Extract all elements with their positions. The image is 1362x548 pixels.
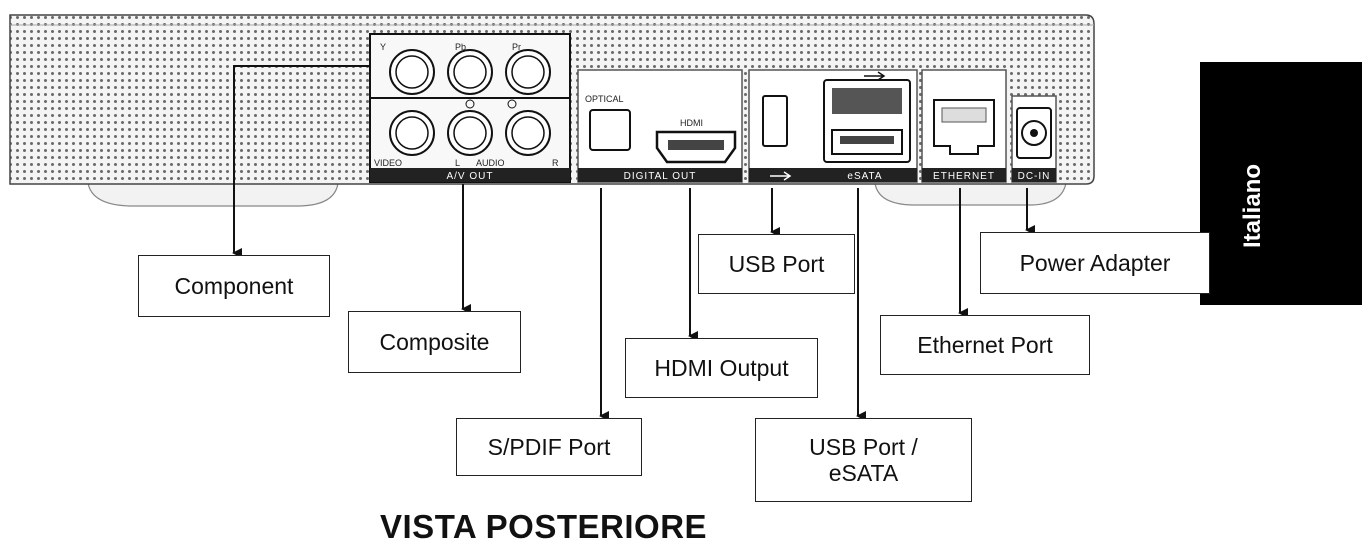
right-foot [874, 182, 1067, 206]
callout-usb-port: USB Port [698, 234, 855, 294]
label-audio-r: R [552, 158, 559, 168]
callout-power-adapter: Power Adapter [980, 232, 1210, 294]
language-tab-label: Italiano [1239, 163, 1266, 248]
usb-strip-icon [770, 171, 792, 181]
label-video: VIDEO [374, 158, 402, 168]
component-jack-pr [505, 49, 551, 95]
optical-port [589, 109, 631, 151]
callout-composite: Composite [348, 311, 521, 373]
strip-ethernet: ETHERNET [933, 171, 995, 182]
label-pr: Pr [512, 42, 521, 52]
label-pb: Pb [455, 42, 466, 52]
callout-component: Component [138, 255, 330, 317]
strip-digital-out: DIGITAL OUT [624, 171, 697, 182]
usb-port [762, 95, 788, 147]
ethernet-block: ETHERNET [921, 69, 1007, 183]
page-title: VISTA POSTERIORE [380, 508, 708, 545]
callout-usb-esata: USB Port / eSATA [755, 418, 972, 502]
callout-spdif: S/PDIF Port [456, 418, 642, 476]
component-jack-y [389, 49, 435, 95]
left-foot [87, 182, 339, 207]
leader-lines [232, 65, 1035, 421]
usb-esata-block: eSATA [748, 69, 918, 183]
dc-in-block: DC-IN [1011, 95, 1057, 183]
av-out-block: Y Pb Pr VIDEO L AUDIO R A/V OUT [369, 33, 571, 183]
label-optical: OPTICAL [585, 94, 624, 104]
language-tab [1200, 62, 1362, 305]
audio-jack-right [505, 110, 551, 156]
component-jack-pb [447, 49, 493, 95]
strip-av-out: A/V OUT [446, 171, 493, 182]
composite-jack-video [389, 110, 435, 156]
usb-symbol-icon [864, 71, 886, 81]
audio-jack-left [447, 110, 493, 156]
digital-out-block: OPTICAL HDMI DIGITAL OUT [577, 69, 743, 183]
strip-esata: eSATA [847, 171, 882, 182]
label-y: Y [380, 42, 386, 52]
leader-component [232, 65, 370, 258]
label-audio: AUDIO [476, 158, 505, 168]
callout-hdmi-output: HDMI Output [625, 338, 818, 398]
strip-dc-in: DC-IN [1018, 171, 1051, 182]
label-audio-l: L [455, 158, 460, 168]
label-hdmi: HDMI [680, 118, 703, 128]
callout-ethernet-port: Ethernet Port [880, 315, 1090, 375]
